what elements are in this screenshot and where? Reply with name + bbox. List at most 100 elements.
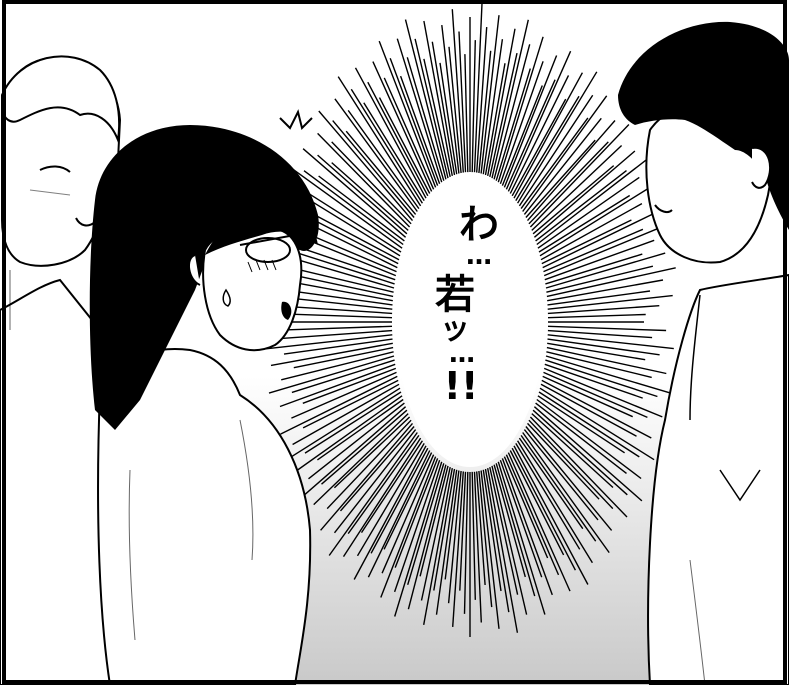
- burst-line: [546, 346, 667, 375]
- burst-line: [406, 57, 445, 181]
- burst-line: [538, 194, 631, 253]
- burst-line: [522, 432, 610, 554]
- burst-line: [511, 98, 567, 197]
- burst-line: [546, 267, 676, 298]
- burst-line: [480, 470, 500, 629]
- burst-line: [544, 363, 643, 399]
- burst-line: [282, 387, 401, 463]
- burst-line: [513, 445, 589, 585]
- speech-small-tsu: ッ: [440, 312, 470, 347]
- burst-line: [507, 452, 571, 592]
- burst-line: [525, 139, 596, 218]
- burst-line: [478, 470, 493, 608]
- burst-line: [495, 463, 536, 597]
- burst-line: [478, 50, 492, 174]
- burst-line: [370, 447, 429, 554]
- burst-line: [518, 437, 584, 530]
- burst-line: [547, 279, 664, 302]
- burst-line: [493, 464, 526, 578]
- burst-line: [372, 61, 433, 192]
- burst-line: [515, 443, 581, 550]
- burst-line: [326, 419, 412, 510]
- burst-line: [320, 422, 414, 531]
- burst-line: [547, 329, 653, 339]
- burst-line: [487, 467, 519, 633]
- burst-line: [288, 325, 393, 331]
- burst-line: [531, 144, 623, 231]
- burst-line: [547, 290, 651, 306]
- burst-line: [537, 176, 640, 249]
- burst-line: [529, 124, 630, 228]
- burst-line: [381, 454, 435, 574]
- burst-line: [544, 239, 655, 281]
- burst-line: [394, 461, 443, 617]
- burst-line: [313, 413, 409, 506]
- burst-line: [505, 454, 560, 576]
- burst-line: [414, 38, 449, 179]
- burst-line: [459, 471, 467, 591]
- burst-line: [458, 31, 467, 173]
- burst-line: [308, 211, 400, 261]
- burst-line: [505, 79, 556, 190]
- burst-line: [489, 52, 518, 178]
- burst-line: [383, 77, 435, 190]
- burst-line: [347, 434, 420, 535]
- burst-line: [305, 191, 402, 253]
- burst-line: [331, 162, 409, 231]
- burst-line: [545, 252, 666, 289]
- burst-line: [435, 469, 458, 615]
- burst-line: [484, 63, 506, 176]
- burst-line: [523, 429, 599, 521]
- burst-line: [513, 72, 584, 199]
- burst-line: [484, 468, 510, 613]
- woman-figure: [89, 109, 319, 685]
- burst-line: [345, 130, 417, 215]
- burst-line: [482, 469, 502, 592]
- burst-line: [529, 416, 628, 518]
- burst-line: [497, 461, 546, 615]
- burst-line: [292, 383, 400, 446]
- burst-line: [535, 170, 627, 242]
- burst-line: [439, 62, 458, 175]
- burst-line: [367, 81, 429, 197]
- burst-line: [353, 445, 427, 580]
- burst-line: [354, 67, 427, 199]
- burst-line: [303, 170, 404, 246]
- burst-line: [291, 359, 395, 394]
- burst-line: [360, 440, 423, 533]
- burst-line: [537, 395, 625, 454]
- speech-balloon: [396, 177, 544, 467]
- emphasis-burst-lines: [261, 3, 676, 637]
- burst-line: [471, 471, 476, 600]
- burst-line: [279, 363, 396, 408]
- burst-line: [532, 409, 628, 496]
- burst-line: [295, 395, 403, 473]
- burst-line: [367, 450, 431, 578]
- burst-line: [501, 458, 553, 596]
- burst-line: [441, 25, 460, 174]
- burst-line: [318, 110, 414, 222]
- burst-line: [532, 165, 615, 235]
- burst-line: [503, 55, 558, 188]
- burst-line: [333, 429, 417, 534]
- burst-line: [517, 71, 598, 204]
- burst-line: [499, 459, 543, 578]
- burst-line: [487, 28, 516, 177]
- burst-line: [543, 224, 666, 277]
- burst-line: [308, 402, 405, 480]
- burst-line: [378, 40, 437, 188]
- burst-line: [542, 212, 655, 269]
- burst-line: [389, 57, 439, 186]
- burst-line: [281, 351, 394, 381]
- burst-line: [535, 402, 627, 474]
- burst-line: [304, 391, 402, 454]
- burst-line: [393, 459, 441, 593]
- burst-line: [321, 409, 408, 485]
- burst-line: [333, 416, 411, 489]
- burst-line: [380, 456, 437, 598]
- burst-line: [533, 406, 643, 502]
- burst-line: [463, 471, 469, 614]
- burst-line: [383, 452, 433, 550]
- burst-line: [482, 39, 504, 175]
